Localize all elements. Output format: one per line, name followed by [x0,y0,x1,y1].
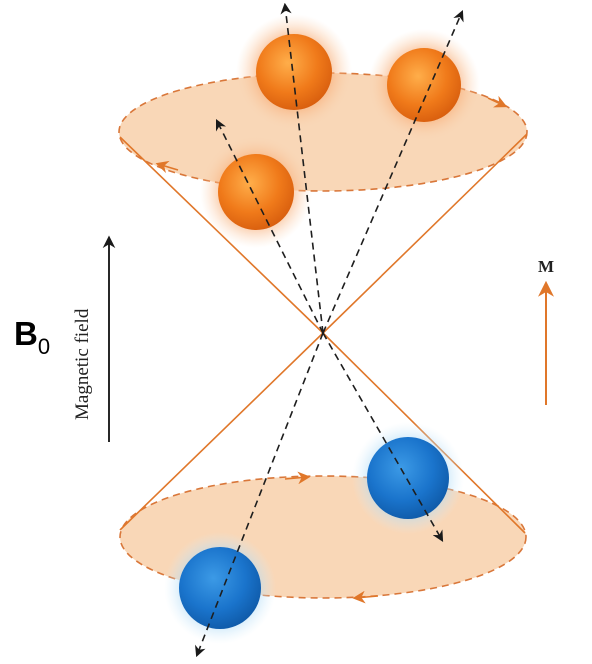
orbit-arrow-upper-left [155,160,179,174]
orbit-arrow-upper-right [487,95,508,108]
spin-axis-down-1 [322,332,444,542]
spin-up-particles [200,14,480,248]
spin-axes [195,2,464,658]
spin-axis-up-2 [322,9,464,334]
spin-axis-down-2 [195,332,324,658]
spin-down-particle [164,532,276,644]
magnetic-field-caption: Magnetic field [72,308,93,420]
field-symbol-label: B0 [14,315,50,359]
magnetization-label: M [538,257,554,276]
field-symbol: B [14,315,38,352]
spin-up-particle [236,14,352,130]
spin-down-particles [164,422,464,644]
orbit-arrow-lower-top [284,471,311,485]
spin-up-particle [368,29,480,141]
field-subscript: 0 [38,334,50,359]
spin-axis-up-3 [215,118,324,334]
orbit-arrow-lower-bottom [352,590,379,604]
spin-up-particle [200,136,312,248]
spin-down-particle [352,422,464,534]
